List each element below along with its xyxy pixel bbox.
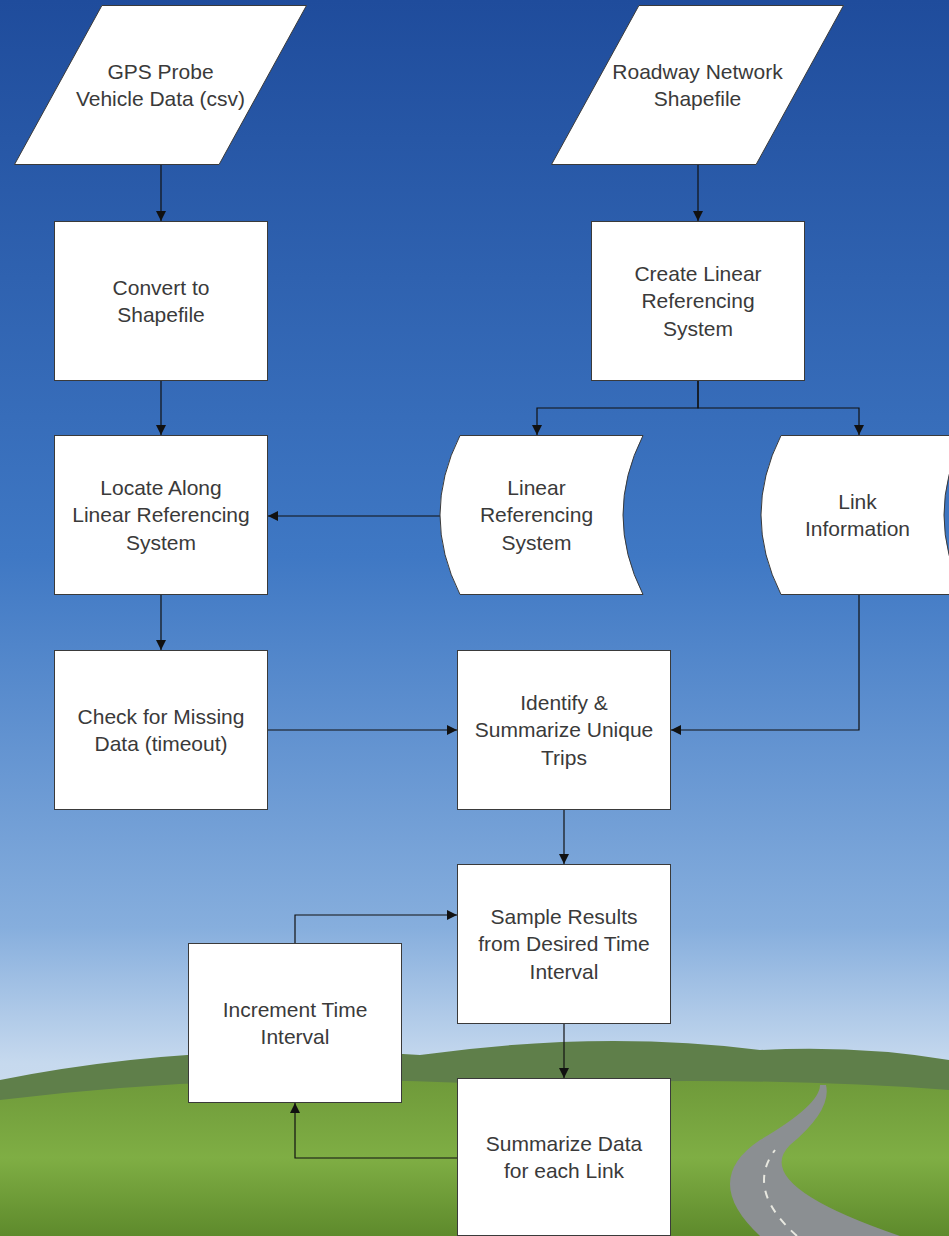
stored-data-outline (751, 435, 949, 595)
node-label: GPS Probe Vehicle Data (csv) (14, 52, 307, 119)
node-label: Convert to Shapefile (55, 268, 267, 335)
flow-arrow (268, 729, 457, 730)
input-parallelogram-outline (14, 5, 307, 165)
process-box: Convert to Shapefile (54, 221, 268, 381)
flow-arrow (698, 381, 859, 435)
node-label: Link Information (751, 482, 949, 549)
node-label: Create Linear Referencing System (592, 254, 804, 348)
process-box: Identify & Summarize Unique Trips (457, 650, 671, 810)
node-label: Roadway Network Shapefile (551, 52, 844, 119)
input-parallelogram-outline (551, 5, 844, 165)
flow-arrow (295, 1103, 457, 1158)
flow-arrow (563, 1024, 564, 1078)
flow-arrow (160, 165, 161, 221)
node-label: Sample Results from Desired Time Interva… (458, 897, 670, 991)
input-parallelogram: Roadway Network Shapefile (551, 5, 844, 165)
flow-arrow (295, 915, 457, 943)
node-label: Locate Along Linear Referencing System (55, 468, 267, 562)
node-label: Increment Time Interval (189, 990, 401, 1057)
flow-arrow (697, 165, 698, 221)
process-box: Sample Results from Desired Time Interva… (457, 864, 671, 1024)
flow-arrow (160, 595, 161, 650)
process-box: Check for Missing Data (timeout) (54, 650, 268, 810)
node-label: Linear Referencing System (430, 468, 643, 562)
flow-arrow (563, 810, 564, 864)
node-label: Check for Missing Data (timeout) (55, 697, 267, 764)
process-box: Locate Along Linear Referencing System (54, 435, 268, 595)
flow-arrow (537, 381, 698, 435)
process-box: Create Linear Referencing System (591, 221, 805, 381)
stored-data: Link Information (751, 435, 949, 595)
process-box: Increment Time Interval (188, 943, 402, 1103)
flow-arrow (160, 381, 161, 435)
flow-arrow (671, 595, 859, 730)
flow-arrow (268, 515, 440, 516)
node-label: Summarize Data for each Link (458, 1124, 670, 1191)
process-box: Summarize Data for each Link (457, 1078, 671, 1236)
node-label: Identify & Summarize Unique Trips (458, 683, 670, 777)
stored-data: Linear Referencing System (430, 435, 643, 595)
input-parallelogram: GPS Probe Vehicle Data (csv) (14, 5, 307, 165)
